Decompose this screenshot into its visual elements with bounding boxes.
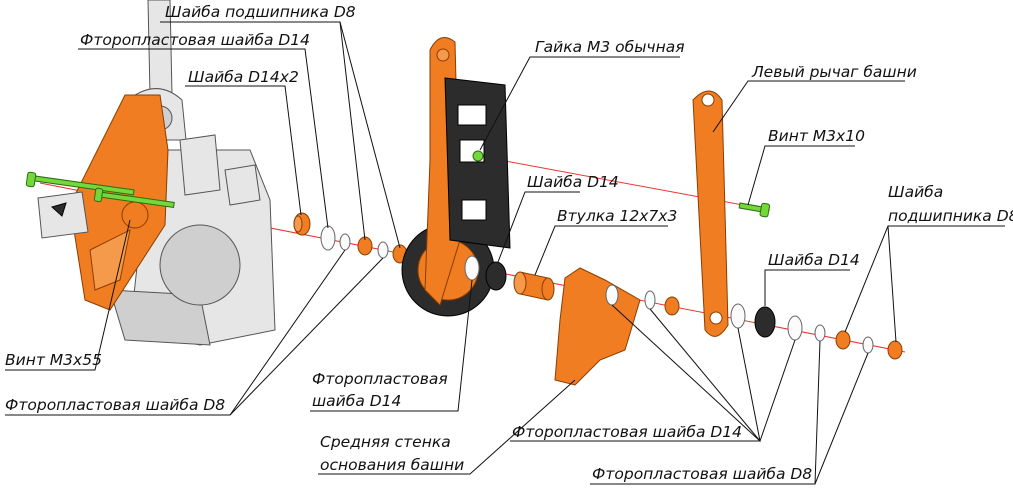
ptfe-washer-d14-mid1 xyxy=(644,290,656,310)
left-tower-lever xyxy=(692,90,729,337)
label-washer-d14-center: Шайба D14 xyxy=(527,173,619,191)
label-middle-wall-1: Средняя стенка xyxy=(320,433,451,451)
washer-d14x2-orange xyxy=(293,212,311,236)
label-washer-d14-right: Шайба D14 xyxy=(768,251,860,269)
label-washer-d14x2: Шайба D14x2 xyxy=(188,68,299,86)
ptfe-washer-d14-center xyxy=(464,255,480,281)
label-ptfe-washer-d14-top: Фторопластовая шайба D14 xyxy=(80,31,310,49)
ptfe-washer-d14-left xyxy=(320,225,336,251)
label-bearing-washer-d8-top: Шайба подшипника D8 xyxy=(165,3,356,21)
label-ptfe-washer-d14-mid-1: Фторопластовая xyxy=(312,370,448,388)
label-ptfe-washer-d14-bottom: Фторопластовая шайба D14 xyxy=(512,423,742,441)
label-screw-m3x55: Винт М3х55 xyxy=(5,351,102,369)
bearing-washer-d8-right1 xyxy=(835,330,851,350)
bearing-washer-d8-right2 xyxy=(887,340,903,360)
ptfe-washer-d8-right2 xyxy=(862,336,874,354)
bearing-washer-d8-mid xyxy=(664,296,680,316)
screw-m3x10 xyxy=(738,202,771,218)
tower-middle-wall xyxy=(554,267,641,386)
screw-m3x55-right xyxy=(93,187,175,208)
ptfe-washer-d8-left2 xyxy=(377,241,389,259)
bushing-12x7x3 xyxy=(513,271,555,301)
washer-d14-black-right xyxy=(754,306,776,338)
label-bearing-washer-d8-right-2: подшипника D8 xyxy=(888,207,1013,225)
screw-m3x55-left xyxy=(25,171,135,196)
ptfe-washer-d14-right2 xyxy=(787,315,803,341)
label-ptfe-washer-d14-mid-2: шайба D14 xyxy=(312,392,401,410)
label-ptfe-washer-d8-left: Фторопластовая шайба D8 xyxy=(5,396,225,414)
label-nut-m3: Гайка М3 обычная xyxy=(535,38,685,56)
nut-m3 xyxy=(472,150,484,162)
label-bearing-washer-d8-right-1: Шайба xyxy=(888,183,943,201)
m3-axis-line xyxy=(477,155,771,211)
label-screw-m3x10: Винт М3х10 xyxy=(768,127,865,145)
ptfe-washer-d14-right1 xyxy=(730,303,746,329)
label-bushing: Втулка 12х7х3 xyxy=(557,207,677,225)
leader-lines xyxy=(5,21,1005,485)
tower-base-assembly xyxy=(37,0,276,346)
label-ptfe-washer-d8-bottom: Фторопластовая шайба D8 xyxy=(592,465,812,483)
black-carriage-plate xyxy=(444,77,511,249)
ptfe-washer-d8-right1 xyxy=(814,324,826,342)
label-left-tower-lever: Левый рычаг башни xyxy=(751,63,917,81)
label-middle-wall-2: основания башни xyxy=(320,456,464,474)
ptfe-washer-d8-left1 xyxy=(339,233,351,251)
washer-d14-black xyxy=(485,261,507,291)
